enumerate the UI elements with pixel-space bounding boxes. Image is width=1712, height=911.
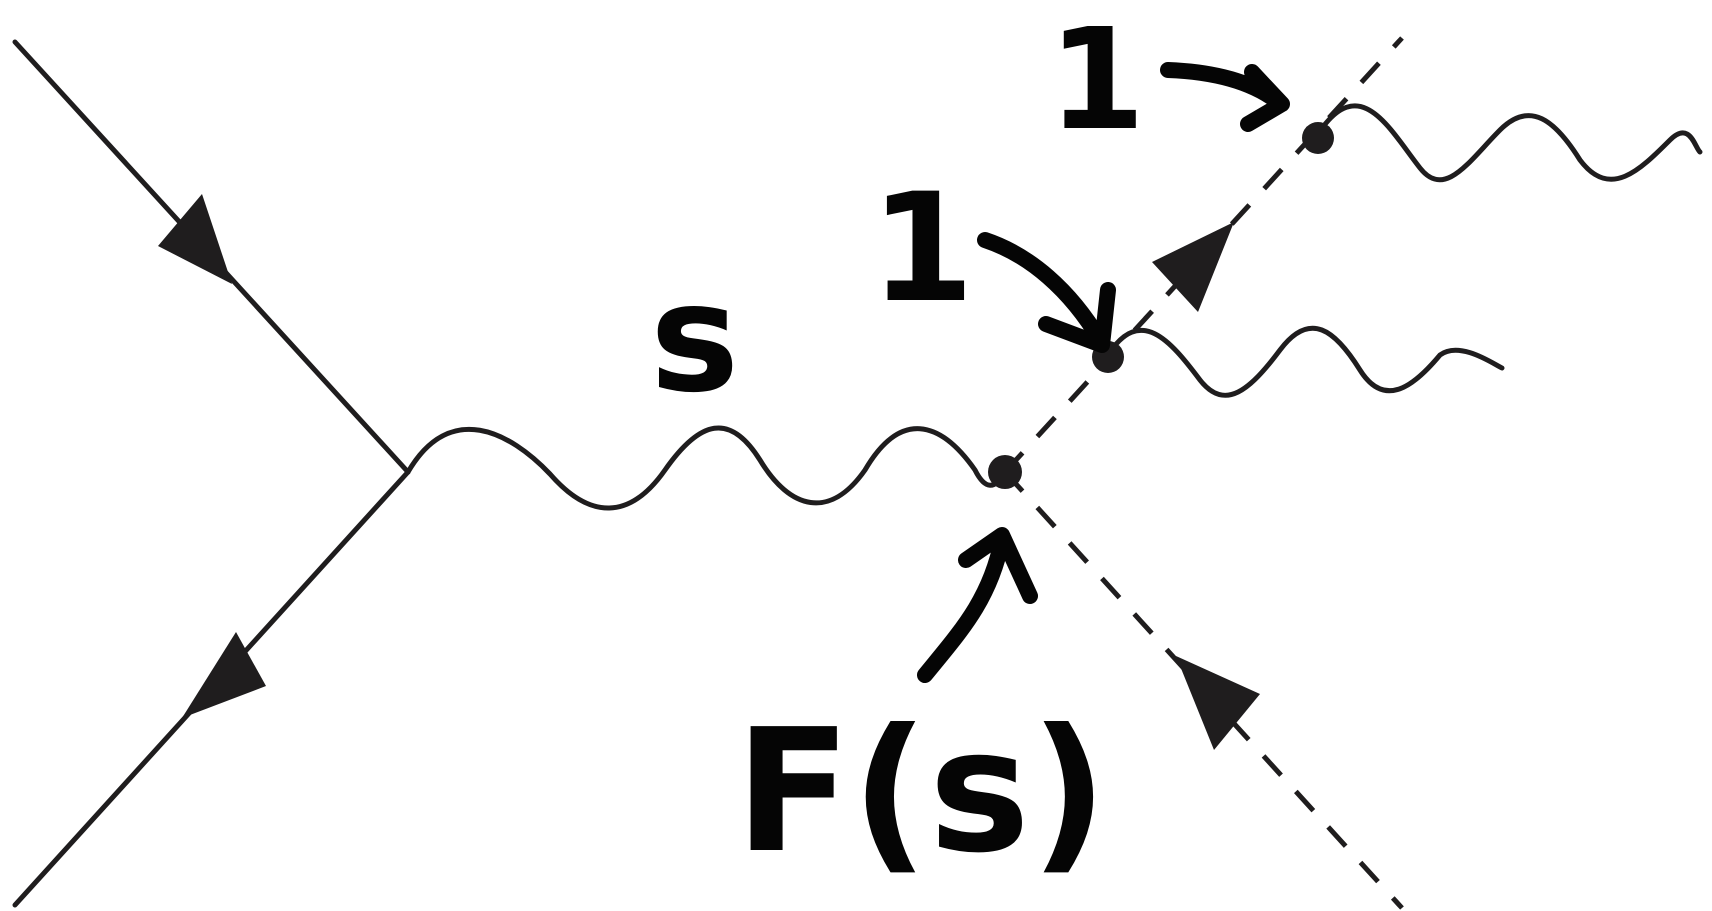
upper-dashed-arrowhead — [1152, 222, 1234, 312]
form-factor-label: F(s) — [735, 693, 1108, 891]
s-channel-photon-line — [405, 425, 1008, 511]
form-factor-pointer-arrow — [917, 527, 1038, 683]
lower-one-label: 1 — [870, 162, 974, 336]
s-channel-label: s — [650, 252, 739, 426]
main-vertex-dot — [988, 455, 1022, 489]
upper-emitted-photon-line — [1315, 103, 1703, 183]
incoming-fermion-arrowhead — [158, 194, 232, 284]
upper-one-label: 1 — [1048, 0, 1145, 162]
lower-dashed-arrowhead — [1176, 656, 1260, 750]
outgoing-fermion-arrowhead — [182, 632, 266, 718]
lower-emitted-photon-line — [1105, 325, 1505, 398]
upper-pointer-arrow — [1160, 62, 1290, 132]
lower-pointer-arrow — [977, 232, 1116, 353]
upper-photon-vertex-dot — [1302, 122, 1334, 154]
